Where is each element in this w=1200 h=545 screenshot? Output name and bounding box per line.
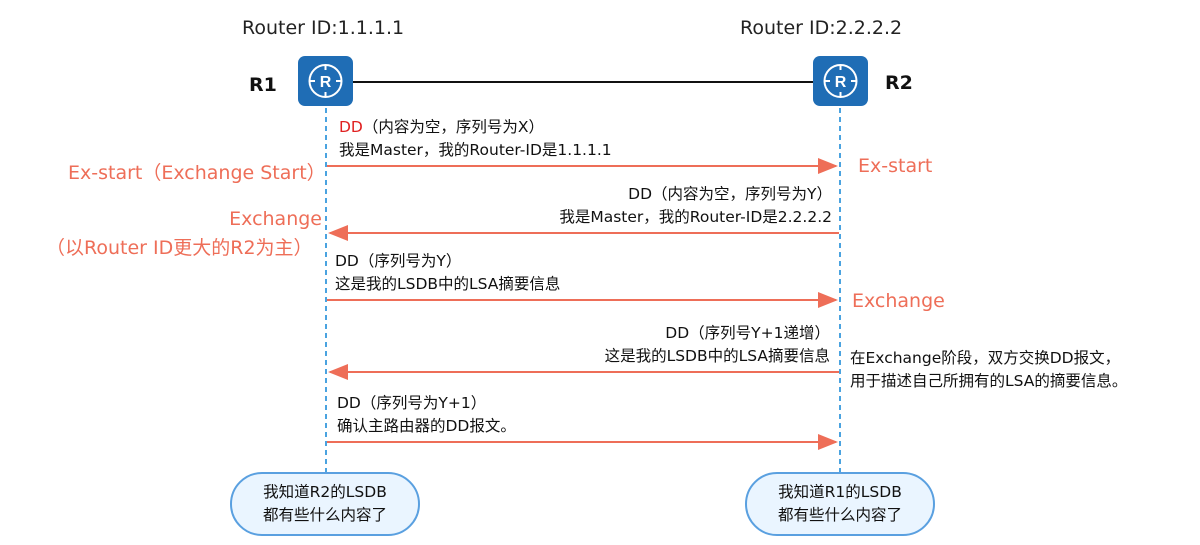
message-4: DD（序列号Y+1递增） 这是我的LSDB中的LSA摘要信息 <box>605 322 830 368</box>
r1-label: R1 <box>249 74 277 96</box>
message-4-line1: DD（序列号Y+1递增） <box>665 324 830 342</box>
r1-bubble-line2: 都有些什么内容了 <box>262 506 387 524</box>
message-2-line1: DD（内容为空，序列号为Y） <box>628 185 832 203</box>
message-5: DD（序列号为Y+1） 确认主路由器的DD报文。 <box>337 392 516 438</box>
r1-state-exstart: Ex-start（Exchange Start） <box>68 162 326 184</box>
exchange-phase-note-line1: 在Exchange阶段，双方交换DD报文， <box>850 349 1121 367</box>
message-2: DD（内容为空，序列号为Y） 我是Master，我的Router-ID是2.2.… <box>559 183 832 229</box>
message-5-line2: 确认主路由器的DD报文。 <box>337 417 516 435</box>
exchange-phase-note-line2: 用于描述自己所拥有的LSA的摘要信息。 <box>850 372 1128 390</box>
r1-state-exchange: Exchange <box>229 208 322 230</box>
svg-text:R: R <box>835 74 847 91</box>
r2-router-icon: R <box>813 56 868 106</box>
r2-state-exchange: Exchange <box>852 290 945 312</box>
r1-bubble-line1: 我知道R2的LSDB <box>263 483 387 501</box>
r1-router-id: Router ID:1.1.1.1 <box>242 17 405 39</box>
message-3-line2: 这是我的LSDB中的LSA摘要信息 <box>335 275 561 293</box>
exchange-phase-note: 在Exchange阶段，双方交换DD报文， 用于描述自己所拥有的LSA的摘要信息… <box>850 347 1127 393</box>
r1-router-icon: R <box>298 56 353 106</box>
r2-router-id: Router ID:2.2.2.2 <box>740 17 903 39</box>
r2-bubble-line2: 都有些什么内容了 <box>777 506 902 524</box>
message-4-line2: 这是我的LSDB中的LSA摘要信息 <box>604 347 830 365</box>
message-5-line1: DD（序列号为Y+1） <box>337 394 487 412</box>
message-3-line1: DD（序列号为Y） <box>335 252 462 270</box>
message-2-line2: 我是Master，我的Router-ID是2.2.2.2 <box>559 208 832 226</box>
r1-state-exchange-note: （以Router ID更大的R2为主） <box>46 237 313 259</box>
message-1-line1-rest: （内容为空，序列号为X） <box>362 118 544 136</box>
r1-lsdb-bubble: 我知道R2的LSDB 都有些什么内容了 <box>230 472 420 536</box>
r2-label: R2 <box>885 72 913 94</box>
message-1-dd: DD <box>339 118 363 136</box>
message-1-line2: 我是Master，我的Router-ID是1.1.1.1 <box>339 141 612 159</box>
r2-state-exstart: Ex-start <box>858 155 933 177</box>
svg-text:R: R <box>320 74 332 91</box>
message-3: DD（序列号为Y） 这是我的LSDB中的LSA摘要信息 <box>335 250 560 296</box>
r2-lsdb-bubble: 我知道R1的LSDB 都有些什么内容了 <box>745 472 935 536</box>
r2-bubble-line1: 我知道R1的LSDB <box>778 483 902 501</box>
message-1: DD（内容为空，序列号为X） 我是Master，我的Router-ID是1.1.… <box>339 116 612 162</box>
